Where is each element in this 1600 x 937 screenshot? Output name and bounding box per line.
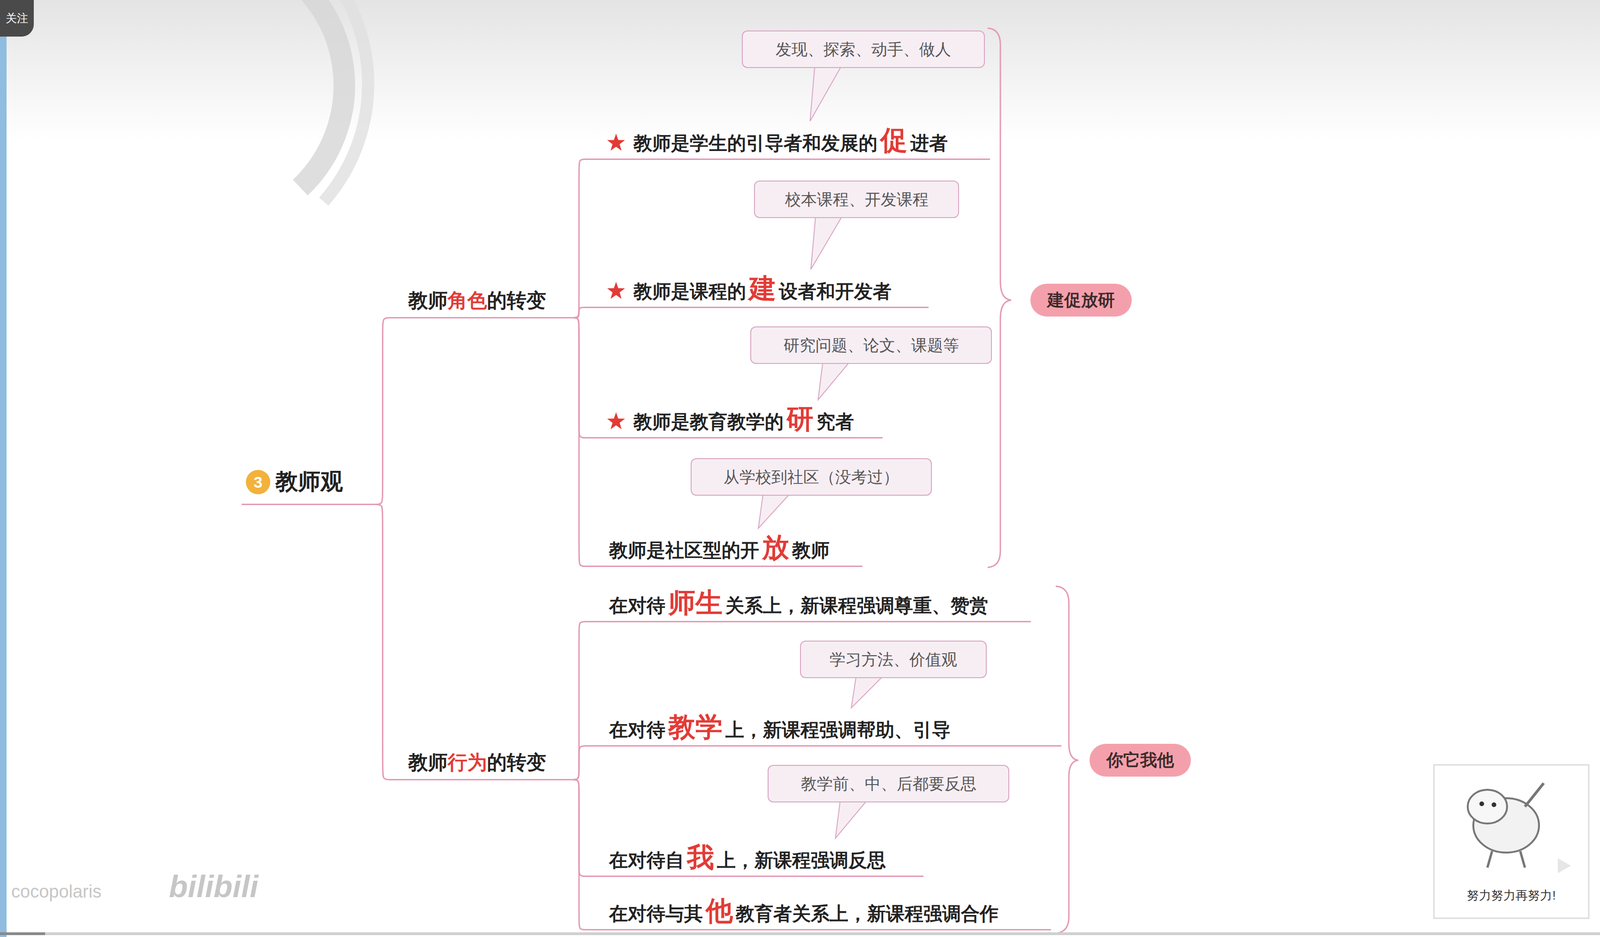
topic-text: 进者 bbox=[910, 131, 948, 155]
branch-topic: 教师角色的转变 bbox=[392, 289, 572, 319]
callout-bubble: 教学前、中、后都要反思 bbox=[767, 765, 1010, 803]
topic-text: 设者和开发者 bbox=[778, 280, 892, 303]
callout-tail bbox=[809, 66, 841, 122]
side-bar bbox=[0, 0, 7, 937]
summary-text: 建促放研 bbox=[1047, 290, 1115, 310]
leaf-topic: 在对待自我上，新课程强调反思 bbox=[586, 841, 924, 878]
branch-line bbox=[571, 622, 587, 781]
leaf-topic: 教师是课程的建设者和开发者 bbox=[586, 272, 929, 309]
callout-bubble: 研究问题、论文、课题等 bbox=[750, 326, 992, 365]
callout-text: 校本课程、开发课程 bbox=[784, 190, 929, 209]
brace bbox=[987, 28, 1012, 568]
leaf-topic: 在对待师生关系上，新课程强调尊重、赞赏 bbox=[586, 586, 1031, 623]
deco-arc bbox=[323, 0, 369, 202]
topic-text: 教学 bbox=[668, 710, 723, 744]
summary-text: 你它我他 bbox=[1106, 750, 1174, 770]
progress-bar bbox=[0, 932, 1600, 936]
topic-text: 研 bbox=[786, 402, 814, 436]
topic-text: 师生 bbox=[668, 586, 723, 620]
callout-text: 研究问题、论文、课题等 bbox=[783, 336, 960, 355]
callout-text: 发现、探索、动手、做人 bbox=[775, 40, 952, 59]
sticker bbox=[1433, 765, 1589, 919]
topic-text: 教师 bbox=[408, 751, 448, 775]
leaf-topic: 教师是学生的引导者和发展的促进者 bbox=[586, 123, 991, 160]
topic-text: 教师是社区型的开 bbox=[609, 539, 760, 562]
topic-text: 教师是学生的引导者和发展的 bbox=[633, 131, 878, 155]
topic-text: 教师观 bbox=[275, 468, 343, 496]
callout-bubble: 学习方法、价值观 bbox=[800, 640, 987, 679]
deco-arc bbox=[262, 0, 345, 188]
callout-bubble: 校本课程、开发课程 bbox=[754, 180, 960, 219]
topic-text: 在对待自 bbox=[609, 849, 685, 872]
topic-text: 在对待 bbox=[609, 718, 666, 742]
topic-text: 上，新课程强调反思 bbox=[716, 849, 886, 872]
branch-line bbox=[372, 504, 393, 781]
callout-tail bbox=[818, 362, 850, 400]
summary-pill: 你它我他 bbox=[1089, 744, 1191, 778]
callout-tail bbox=[851, 677, 883, 709]
branch-line bbox=[571, 159, 587, 319]
topic-text: 的转变 bbox=[487, 289, 547, 313]
top-band bbox=[0, 0, 1600, 141]
topic-text: 角色 bbox=[447, 289, 488, 313]
callout-bubble: 从学校到社区（没考过） bbox=[690, 458, 932, 496]
topic-text: 教育者关系上，新课程强调合作 bbox=[735, 902, 999, 926]
callout-tail bbox=[835, 801, 867, 839]
callout-text: 从学校到社区（没考过） bbox=[723, 468, 900, 487]
topic-text: 究者 bbox=[816, 410, 854, 434]
branch-line bbox=[571, 746, 587, 781]
topic-text: 教师是教育教学的 bbox=[633, 410, 784, 434]
sticker-text: 努力努力再努力! bbox=[1433, 887, 1589, 905]
branch-line bbox=[571, 318, 587, 567]
branch-line bbox=[571, 307, 587, 319]
leaf-topic: 在对待与其他教育者关系上，新课程强调合作 bbox=[586, 894, 1052, 931]
topic-text: 教师 bbox=[792, 539, 830, 562]
topic-text: 关系上，新课程强调尊重、赞赏 bbox=[725, 594, 989, 618]
branch-line bbox=[372, 318, 393, 505]
callout-text: 教学前、中、后都要反思 bbox=[800, 775, 977, 793]
topic-text: 行为 bbox=[447, 751, 488, 775]
leaf-topic: 教师是教育教学的研究者 bbox=[586, 402, 883, 439]
topic-text: 教师是课程的 bbox=[633, 280, 747, 303]
summary-pill: 建促放研 bbox=[1030, 283, 1132, 318]
leaf-topic: 在对待教学上，新课程强调帮助、引导 bbox=[586, 710, 1062, 747]
topic-text: 的转变 bbox=[487, 751, 547, 775]
callout-number: 3 bbox=[245, 470, 271, 495]
brace bbox=[1055, 586, 1079, 934]
topic-text: 我 bbox=[686, 841, 715, 875]
star-marks bbox=[607, 133, 625, 430]
leaf-topic: 教师是社区型的开放教师 bbox=[586, 531, 863, 568]
branch-topic: 教师行为的转变 bbox=[392, 751, 572, 781]
topic-text: 在对待 bbox=[609, 594, 666, 618]
topic-text: 教师 bbox=[408, 289, 448, 313]
callout-tail bbox=[758, 494, 790, 529]
progress-played bbox=[0, 932, 46, 936]
topic-text: 上，新课程强调帮助、引导 bbox=[725, 718, 951, 742]
callout-text: 学习方法、价值观 bbox=[829, 650, 958, 669]
branch-line bbox=[571, 780, 587, 931]
topic-text: 在对待与其 bbox=[609, 902, 703, 926]
follow-button: 关注 bbox=[0, 0, 34, 37]
star bbox=[607, 412, 625, 430]
watermark: cocopolaris bbox=[11, 882, 102, 903]
callout-tail bbox=[810, 216, 842, 270]
star bbox=[607, 281, 625, 299]
watermark: bilibili bbox=[168, 868, 259, 905]
topic-text: 促 bbox=[880, 123, 908, 157]
callout-bubble: 发现、探索、动手、做人 bbox=[741, 30, 985, 69]
topic-text: 放 bbox=[761, 531, 790, 564]
star bbox=[607, 133, 625, 151]
topic-text: 他 bbox=[705, 894, 733, 928]
topic-text: 建 bbox=[748, 272, 777, 305]
